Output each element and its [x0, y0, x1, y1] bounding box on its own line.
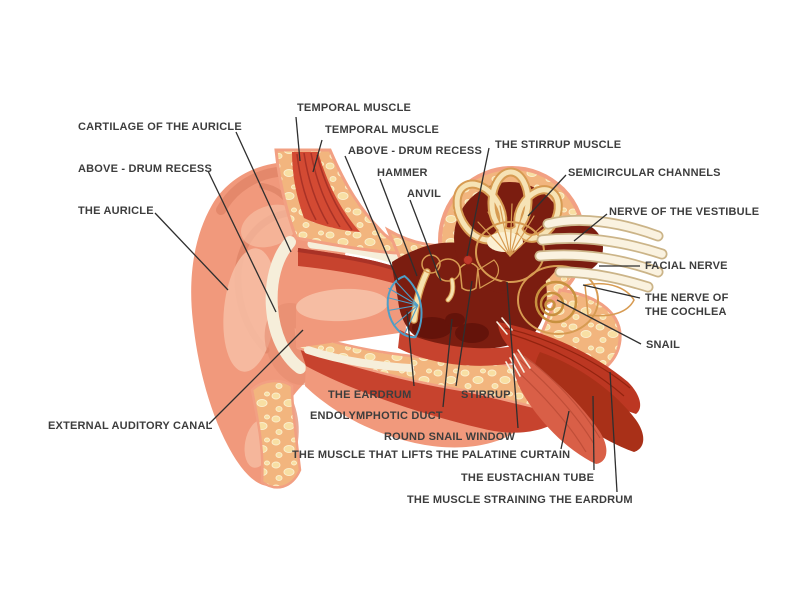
label-endolymphotic-duct: ENDOLYMPHOTIC DUCT	[310, 410, 443, 422]
eardrum	[386, 275, 423, 339]
stirrup-muscle-dot	[463, 255, 473, 265]
eustachian-muscles	[496, 317, 644, 464]
label-above-drum-recess-top: ABOVE - DRUM RECESS	[348, 145, 482, 157]
ear-canal	[296, 239, 407, 348]
ear-lobe-cartilage	[250, 379, 302, 489]
label-muscle-straining-eardrum: THE MUSCLE STRAINING THE EARDRUM	[407, 494, 633, 506]
label-the-stirrup-muscle: THE STIRRUP MUSCLE	[495, 139, 622, 151]
label-above-drum-recess-left: ABOVE - DRUM RECESS	[78, 163, 212, 175]
eardrum-ribs	[386, 280, 419, 335]
auricle-cartilage-band	[265, 236, 306, 374]
label-cartilage-of-the-auricle: CARTILAGE OF THE AURICLE	[78, 121, 242, 133]
label-facial-nerve: FACIAL NERVE	[645, 260, 728, 272]
label-anvil: ANVIL	[407, 188, 441, 200]
label-hammer: HAMMER	[377, 167, 428, 179]
label-temporal-muscle-1: TEMPORAL MUSCLE	[297, 102, 412, 114]
canal-floor	[294, 328, 564, 448]
label-stirrup: STIRRUP	[461, 389, 511, 401]
auditory-nerves	[534, 214, 668, 293]
label-the-eardrum: THE EARDRUM	[328, 389, 412, 401]
label-temporal-muscle-2: TEMPORAL MUSCLE	[325, 124, 440, 136]
label-round-snail-window: ROUND SNAIL WINDOW	[384, 431, 516, 443]
label-the-nerve-of-the-cochlea: THE NERVE OF THE COCHLEA	[645, 292, 729, 319]
label-muscle-lifts-palatine: THE MUSCLE THAT LIFTS THE PALATINE CURTA…	[292, 449, 571, 461]
leader-lines	[154, 116, 642, 493]
label-snail: SNAIL	[646, 339, 680, 351]
label-external-auditory-canal: EXTERNAL AUDITORY CANAL	[48, 420, 213, 432]
label-the-auricle: THE AURICLE	[78, 205, 154, 217]
cochlea-spiral	[517, 265, 635, 335]
label-eustachian-tube: THE EUSTACHIAN TUBE	[461, 472, 595, 484]
label-nerve-of-the-vestibule: NERVE OF THE VESTIBULE	[609, 206, 760, 218]
temporal-muscle	[292, 152, 360, 232]
label-semicircular-channels: SEMICIRCULAR CHANNELS	[568, 167, 721, 179]
